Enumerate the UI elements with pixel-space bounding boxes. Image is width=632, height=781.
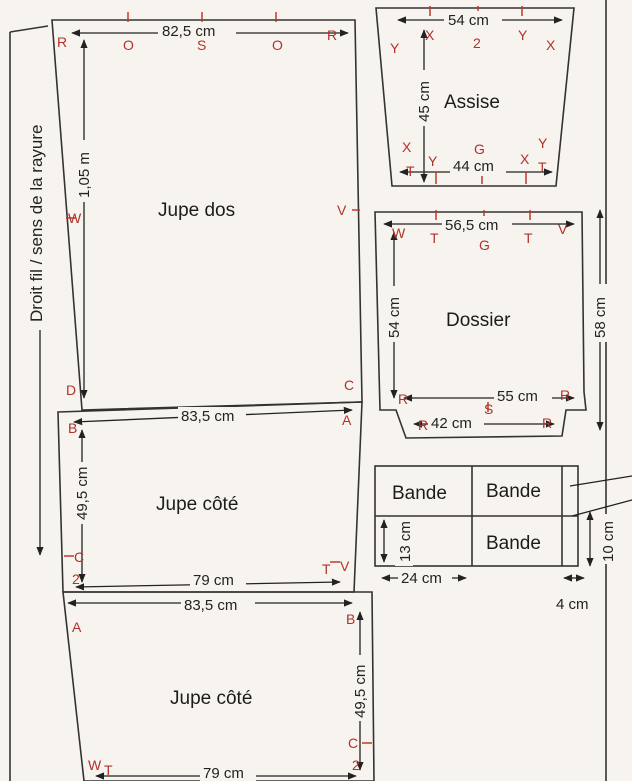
mk-do-T1: T (430, 230, 439, 246)
mk-dos-O2: O (272, 37, 283, 53)
mk-as-Y4: Y (428, 153, 438, 169)
bande-2: Bande (486, 481, 541, 502)
assise-top-bg (444, 11, 502, 29)
bande-width: 24 cm (401, 570, 442, 587)
mk-do-S: S (484, 401, 493, 417)
fabric-outline (9, 0, 607, 781)
mk-as-Y3: Y (538, 135, 548, 151)
cote2-top-bg (181, 596, 255, 614)
mk-do-R2: R (560, 387, 570, 403)
bande-strip-height: 10 cm (600, 521, 617, 562)
mk-do-V: V (558, 221, 568, 237)
bande-1: Bande (392, 483, 447, 504)
mk-dos-S: S (197, 37, 206, 53)
cote1-label: Jupe côté (156, 494, 238, 515)
mk-as-X1: X (425, 27, 435, 43)
mk-as-X4: X (520, 151, 530, 167)
mk-dos-R1: R (57, 34, 67, 50)
mk-dos-D: D (66, 382, 76, 398)
assise-bottom-bg (450, 160, 506, 176)
dossier-top-width: 56,5 cm (445, 217, 498, 234)
mk-do-R4: R (542, 415, 552, 431)
mk-as-T1: T (406, 163, 415, 179)
mk-as-2: 2 (473, 35, 481, 51)
dos-height-bg (75, 140, 93, 202)
bande-h-bg (395, 520, 413, 566)
mk-do-R3: R (418, 417, 428, 433)
bande-3: Bande (486, 533, 541, 554)
assise-bottom-width: 44 cm (453, 158, 494, 175)
assise-label: Assise (444, 92, 500, 113)
cote2-top-width: 83,5 cm (184, 597, 237, 614)
bande-strip-width: 4 cm (556, 596, 589, 613)
mk-as-T2: T (538, 159, 547, 175)
dossier-label: Dossier (446, 310, 511, 331)
mk-dos-O1: O (123, 37, 134, 53)
dos-height: 1,05 m (76, 152, 93, 198)
mk-c2-B: B (346, 611, 355, 627)
dossier-lower-bg (494, 388, 552, 404)
dossier-top-bg (442, 216, 512, 234)
cote1-height: 49,5 cm (74, 467, 91, 520)
mk-dos-R2: R (327, 27, 337, 43)
mk-c1-B: B (68, 420, 77, 436)
mk-dos-C: C (344, 377, 354, 393)
mk-as-X2: X (546, 37, 556, 53)
cote2-height-bg (351, 655, 369, 721)
cote2-label: Jupe côté (170, 688, 252, 709)
mk-as-X3: X (402, 139, 412, 155)
mk-c2-A: A (72, 619, 82, 635)
cote2-height: 49,5 cm (352, 665, 369, 718)
grain-label: Droit fil / sens de la rayure (27, 125, 46, 322)
mk-do-G: G (479, 237, 490, 253)
cote1-top-bg (178, 407, 246, 425)
cote1-height-bg (73, 462, 91, 524)
cote1-bottom-bg (190, 571, 246, 589)
mk-dos-W: W (68, 210, 82, 226)
dossier-outer-height: 58 cm (592, 297, 609, 338)
mk-c2-T: T (104, 762, 113, 778)
cote2-bottom-bg (200, 765, 256, 781)
dossier-bottom-width: 42 cm (431, 415, 472, 432)
piece-jupe-cote-2 (62, 591, 375, 781)
cote1-top-width: 83,5 cm (181, 408, 234, 425)
dossier-inner-height: 54 cm (386, 297, 403, 338)
dossier-inner-h-bg (385, 286, 403, 342)
bande-strip-h-bg (598, 514, 616, 564)
mk-c1-C: C (74, 549, 84, 565)
mk-dos-V: V (337, 202, 347, 218)
dossier-lower-width: 55 cm (497, 388, 538, 405)
cote1-bottom-width: 79 cm (193, 572, 234, 589)
mk-do-W: W (392, 225, 406, 241)
mk-c2-2: 2 (352, 757, 360, 773)
dos-label: Jupe dos (158, 200, 235, 221)
assise-top-width: 54 cm (448, 12, 489, 29)
dossier-outer-h-bg (591, 284, 609, 342)
bande-w-bg (398, 570, 452, 586)
mk-as-G: G (474, 141, 485, 157)
mk-c1-2: 2 (72, 571, 80, 587)
assise-height-bg (415, 70, 433, 126)
mk-c1-V: V (340, 558, 350, 574)
bande-height: 13 cm (397, 521, 414, 562)
mk-c2-C: C (348, 735, 358, 751)
dos-width-bg (158, 22, 236, 40)
mk-c1-A: A (342, 412, 352, 428)
mk-do-R1: R (398, 391, 408, 407)
assise-height: 45 cm (416, 81, 433, 122)
mk-as-Y2: Y (390, 40, 400, 56)
mk-as-Y1: Y (518, 27, 528, 43)
mk-c2-W: W (88, 757, 102, 773)
dossier-bottom-bg (428, 414, 484, 432)
mk-c1-T: T (322, 561, 331, 577)
cote2-bottom-width: 79 cm (203, 765, 244, 781)
dos-width: 82,5 cm (162, 23, 215, 40)
mk-do-T2: T (524, 230, 533, 246)
